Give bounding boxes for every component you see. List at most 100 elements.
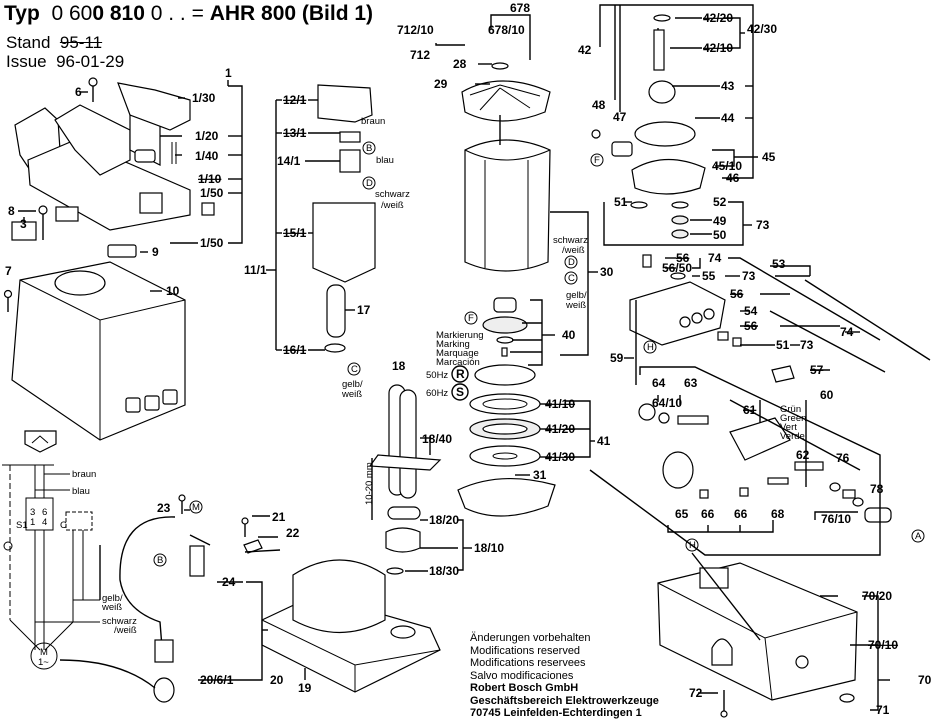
label-31: 31 bbox=[533, 468, 547, 482]
typ-prefix: Typ bbox=[4, 2, 40, 25]
label-10: 10 bbox=[166, 284, 180, 298]
screw-8 bbox=[38, 205, 48, 240]
label-66a: 66 bbox=[701, 507, 715, 521]
label-15-1: 15/1 bbox=[283, 226, 307, 240]
callout-c-motor: C bbox=[568, 273, 575, 284]
issue-row: Issue 96-01-29 bbox=[6, 53, 124, 71]
label-18-10: 18/10 bbox=[474, 541, 504, 555]
label-48: 48 bbox=[592, 98, 606, 112]
label-8: 8 bbox=[8, 204, 15, 218]
note-10-20mm: 10-20 mm bbox=[364, 462, 375, 505]
label-74a: 74 bbox=[708, 251, 722, 265]
label-64-10: 64/10 bbox=[652, 396, 682, 410]
label-1: 1 bbox=[225, 66, 232, 80]
label-43: 43 bbox=[721, 79, 735, 93]
label-7: 7 bbox=[5, 264, 12, 278]
label-41: 41 bbox=[597, 434, 611, 448]
fan-impeller-part bbox=[461, 62, 551, 122]
callout-h-tank: H bbox=[689, 540, 696, 551]
wire-schwarz-top: schwarz bbox=[375, 189, 410, 200]
callout-f-pump: F bbox=[594, 155, 600, 166]
wire-gelb-motor: gelb/ bbox=[566, 290, 587, 301]
footer-company: Robert Bosch GmbH bbox=[470, 682, 579, 694]
label-46: 46 bbox=[726, 171, 740, 185]
label-56a: 56 bbox=[676, 251, 690, 265]
footer-notice: Änderungen vorbehalten Modifications res… bbox=[470, 632, 659, 720]
footer-line-es: Salvo modificaciones bbox=[470, 669, 574, 682]
label-22: 22 bbox=[286, 526, 300, 540]
motor-m: M bbox=[40, 647, 48, 658]
label-13-1: 13/1 bbox=[283, 126, 307, 140]
note-markierung: Markierung bbox=[436, 330, 484, 341]
foot-plate-part bbox=[457, 477, 556, 517]
label-73c: 73 bbox=[800, 338, 814, 352]
drawing-title: Typ 0 600 810 0 . . = AHR 800 (Bild 1) bbox=[4, 2, 373, 26]
wire-schwarz-motor: schwarz bbox=[553, 235, 588, 246]
label-57: 57 bbox=[810, 363, 824, 377]
valve-block-part bbox=[629, 254, 795, 385]
label-44: 44 bbox=[721, 111, 735, 125]
label-42-30: 42/30 bbox=[747, 22, 777, 36]
label-51a: 51 bbox=[614, 195, 628, 209]
footer-address: 70745 Leinfelden-Echterdingen 1 bbox=[470, 707, 642, 719]
note-marquage: Marquage bbox=[436, 348, 479, 359]
wire-blau-top: blau bbox=[376, 155, 394, 166]
label-21: 21 bbox=[272, 510, 286, 524]
wire-gelb-left: gelb/ bbox=[342, 379, 363, 390]
label-1-50a: 1/50 bbox=[200, 186, 224, 200]
label-54: 54 bbox=[744, 304, 758, 318]
issue-label: Issue bbox=[6, 52, 47, 71]
typ-number-part2: 0 . . = bbox=[144, 2, 204, 25]
label-66b: 66 bbox=[734, 507, 748, 521]
footer-division: Geschäftsbereich Elektrowerkzeuge bbox=[470, 694, 659, 707]
callout-a: A bbox=[915, 531, 922, 542]
wiring-t4: 4 bbox=[42, 517, 47, 528]
motor-1: 1~ bbox=[38, 657, 49, 668]
label-17: 17 bbox=[357, 303, 371, 317]
model-name: AHR 800 (Bild 1) bbox=[209, 2, 374, 25]
label-712: 712 bbox=[410, 48, 430, 62]
callout-b-cable: B bbox=[157, 555, 163, 566]
label-73b: 73 bbox=[742, 269, 756, 283]
label-29: 29 bbox=[434, 77, 448, 91]
label-63: 63 bbox=[684, 376, 698, 390]
wire-weiss-motor: /weiß bbox=[562, 245, 585, 256]
label-61: 61 bbox=[743, 403, 757, 417]
label-20: 20 bbox=[270, 673, 284, 687]
label-16-1: 16/1 bbox=[283, 343, 307, 357]
note-vert: Vert bbox=[780, 422, 797, 433]
label-56c: 56 bbox=[744, 319, 758, 333]
stand-label: Stand bbox=[6, 33, 51, 52]
callouts: B D C D C F F H A H M B R S bbox=[153, 141, 925, 567]
label-45: 45 bbox=[762, 150, 776, 164]
note-marcacion: Marcación bbox=[436, 357, 480, 368]
label-1-10: 1/10 bbox=[198, 172, 222, 186]
label-41-30: 41/30 bbox=[545, 450, 575, 464]
label-6: 6 bbox=[75, 85, 82, 99]
typ-number-bold: 0 810 bbox=[92, 2, 145, 25]
part-labels: 1 1/30 1/20 1/40 1/10 1/50 1/50 6 8 3 7 … bbox=[5, 1, 932, 717]
wiring-s1: S1 bbox=[16, 520, 28, 531]
lower-tank-part bbox=[657, 562, 858, 718]
label-18: 18 bbox=[392, 359, 406, 373]
screw-7 bbox=[3, 289, 13, 312]
label-64: 64 bbox=[652, 376, 666, 390]
leader-lines bbox=[18, 4, 931, 711]
label-45-10: 45/10 bbox=[712, 159, 742, 173]
callout-c-left: C bbox=[351, 364, 358, 375]
label-74b: 74 bbox=[840, 325, 854, 339]
note-green: Green bbox=[780, 413, 806, 424]
label-1-50b: 1/50 bbox=[200, 236, 224, 250]
callout-s: S bbox=[456, 385, 464, 399]
note-verde: Verde bbox=[780, 431, 805, 442]
callout-b-top: B bbox=[366, 143, 372, 154]
base-housing-part bbox=[11, 244, 186, 441]
label-1-20: 1/20 bbox=[195, 129, 219, 143]
note-60hz: 60Hz bbox=[426, 388, 448, 399]
label-53: 53 bbox=[772, 257, 786, 271]
label-14-1: 14/1 bbox=[277, 154, 301, 168]
label-56-50: 56/50 bbox=[662, 261, 692, 275]
callout-f-motor: F bbox=[468, 313, 474, 324]
label-23: 23 bbox=[157, 501, 171, 515]
